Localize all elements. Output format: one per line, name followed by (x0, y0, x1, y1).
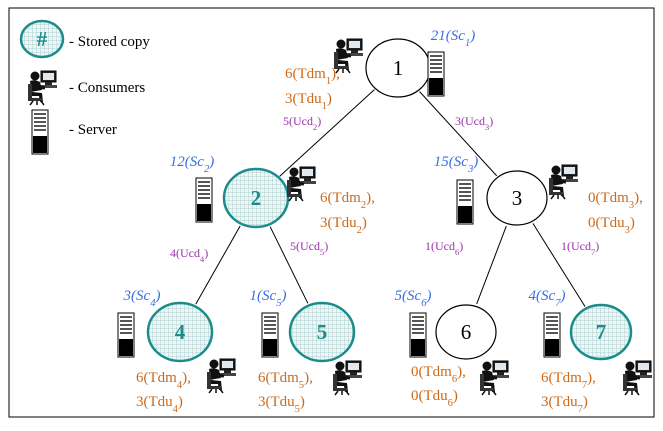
server-icon (543, 312, 561, 358)
node-circle (435, 304, 497, 360)
consumer-icon (621, 359, 654, 397)
edge-label-2-4: 4(Ucd4) (170, 246, 208, 264)
demand-read-label: 6(Tdm5), (258, 370, 313, 391)
node-id-label: 2 (251, 186, 262, 210)
nodes: 1 21(Sc1) 6(Tdm1), 3(Tdu1) 2 12(Sc2) 6(Tdm2), 3… (117, 28, 654, 415)
legend: # - Stored copy - Consumers - Server (19, 19, 150, 155)
node-id-label: 1 (393, 56, 404, 80)
stored-node-circle (288, 301, 356, 363)
edge-1-2 (279, 89, 375, 177)
diagram-border (8, 7, 655, 418)
node-id-label: 6 (461, 320, 472, 344)
server-icon (195, 177, 213, 223)
server-cost-label: 3(Sc4) (123, 288, 161, 309)
legend-consumers: - Consumers (69, 80, 145, 96)
edge-label-1-2: 5(Ucd2) (283, 114, 321, 132)
stored-node-circle (146, 301, 214, 363)
demand-read-label: 6(Tdm2), (320, 190, 375, 211)
node-3: 3 15(Sc3) 0(Tdm3), 0(Tdu3) (434, 154, 643, 236)
consumer-icon (478, 359, 511, 397)
demand-read-label: 6(Tdm7), (541, 370, 596, 391)
node-1: 1 21(Sc1) 6(Tdm1), 3(Tdu1) (285, 28, 475, 112)
consumer-icon (205, 357, 238, 395)
server-icon (117, 312, 135, 358)
edge-3-6 (476, 225, 507, 305)
demand-update-label: 3(Tdu1) (285, 91, 332, 112)
server-icon (456, 179, 474, 225)
legend-stored-copy: - Stored copy (69, 34, 150, 50)
server-cost-label: 21(Sc1) (431, 28, 475, 49)
edges: 5(Ucd2) 3(Ucd3) 4(Ucd4) 5(Ucd5) 1(Ucd6) 1(Ucd… (170, 89, 599, 307)
node-id-label: 4 (175, 320, 186, 344)
node-id-label: 5 (317, 320, 328, 344)
demand-update-label: 3(Tdu7) (541, 394, 588, 415)
node-5: 5 1(Sc5) 6(Tdm5), 3(Tdu5) (250, 288, 364, 415)
edge-label-3-6: 1(Ucd6) (425, 239, 463, 257)
consumer-icon (285, 165, 318, 203)
demand-read-label: 0(Tdm6), (411, 364, 466, 385)
consumer-icon (331, 359, 364, 397)
server-cost-label: 1(Sc5) (250, 288, 287, 309)
stored-copy-legend-icon (19, 19, 65, 59)
demand-read-label: 6(Tdm1), (285, 66, 340, 87)
edge-label-1-3: 3(Ucd3) (455, 114, 493, 132)
legend-symbol: # (37, 27, 48, 51)
node-2: 2 12(Sc2) 6(Tdm2), 3(Tdu2) (170, 154, 375, 236)
server-cost-label: 5(Sc6) (395, 288, 432, 309)
consumer-legend-icon (26, 69, 59, 107)
server-cost-label: 15(Sc3) (434, 154, 478, 175)
demand-read-label: 6(Tdm4), (136, 370, 191, 391)
edge-label-2-5: 5(Ucd5) (290, 239, 328, 257)
node-id-label: 7 (596, 320, 607, 344)
legend-server: - Server (69, 122, 117, 138)
node-circle (486, 170, 548, 226)
server-icon (427, 51, 445, 97)
consumer-icon (547, 163, 580, 201)
stored-node-circle (569, 303, 633, 361)
edge-1-3 (419, 91, 498, 177)
server-cost-label: 12(Sc2) (170, 154, 214, 175)
server-icon (409, 312, 427, 358)
node-6: 6 5(Sc6) 0(Tdm6), 0(Tdu6) (395, 288, 511, 409)
demand-update-label: 3(Tdu5) (258, 394, 305, 415)
edge-2-4 (195, 225, 241, 305)
demand-update-label: 3(Tdu4) (136, 394, 183, 415)
demand-update-label: 0(Tdu6) (411, 388, 458, 409)
edge-label-3-7: 1(Ucd7) (561, 239, 599, 257)
node-id-label: 3 (512, 186, 523, 210)
edge-3-7 (532, 223, 586, 307)
edge-2-5 (269, 226, 309, 304)
server-cost-label: 4(Sc7) (529, 288, 566, 309)
node-7: 7 4(Sc7) 6(Tdm7), 3(Tdu7) (529, 288, 654, 415)
demand-update-label: 3(Tdu2) (320, 215, 367, 236)
server-icon (261, 312, 279, 358)
stored-node-circle (222, 167, 290, 229)
node-4: 4 3(Sc4) 6(Tdm4), 3(Tdu4) (117, 288, 238, 415)
demand-read-label: 0(Tdm3), (588, 190, 643, 211)
server-legend-icon (31, 109, 49, 155)
demand-update-label: 0(Tdu3) (588, 215, 635, 236)
